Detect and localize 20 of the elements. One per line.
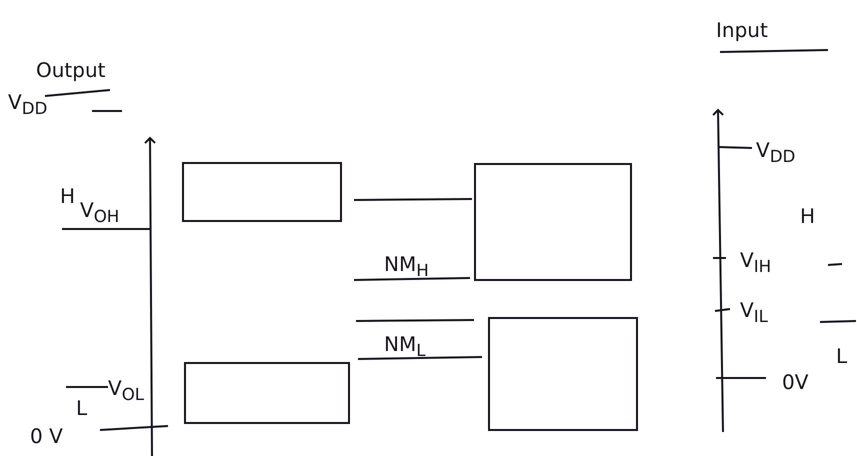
voltage-label: V$_{OL}$ xyxy=(108,378,144,404)
voltage-label: V$_{DD}$ xyxy=(756,140,796,166)
voltage-label: V$_{IH}$ xyxy=(740,250,772,276)
voltage-label: V$_{OH}$ xyxy=(80,200,120,226)
level-label: L xyxy=(76,398,88,418)
level-label: H xyxy=(60,186,76,206)
level-label: L xyxy=(836,346,848,366)
level-range-box xyxy=(184,362,350,424)
voltage-label: V$_{DD}$ xyxy=(8,92,48,118)
voltage-label: 0 V xyxy=(30,426,63,446)
axis-title: Input xyxy=(716,20,768,40)
axis-title: Output xyxy=(36,60,106,80)
level-range-box xyxy=(488,317,638,431)
noise-margin-label: NM$_{H}$ xyxy=(384,254,429,280)
noise-margin-label: NM$_{L}$ xyxy=(384,334,426,360)
level-range-box xyxy=(182,162,342,222)
level-range-box xyxy=(474,163,632,281)
level-label: H xyxy=(800,206,816,226)
voltage-label: V$_{IL}$ xyxy=(740,300,768,326)
voltage-label: 0V xyxy=(782,372,808,392)
